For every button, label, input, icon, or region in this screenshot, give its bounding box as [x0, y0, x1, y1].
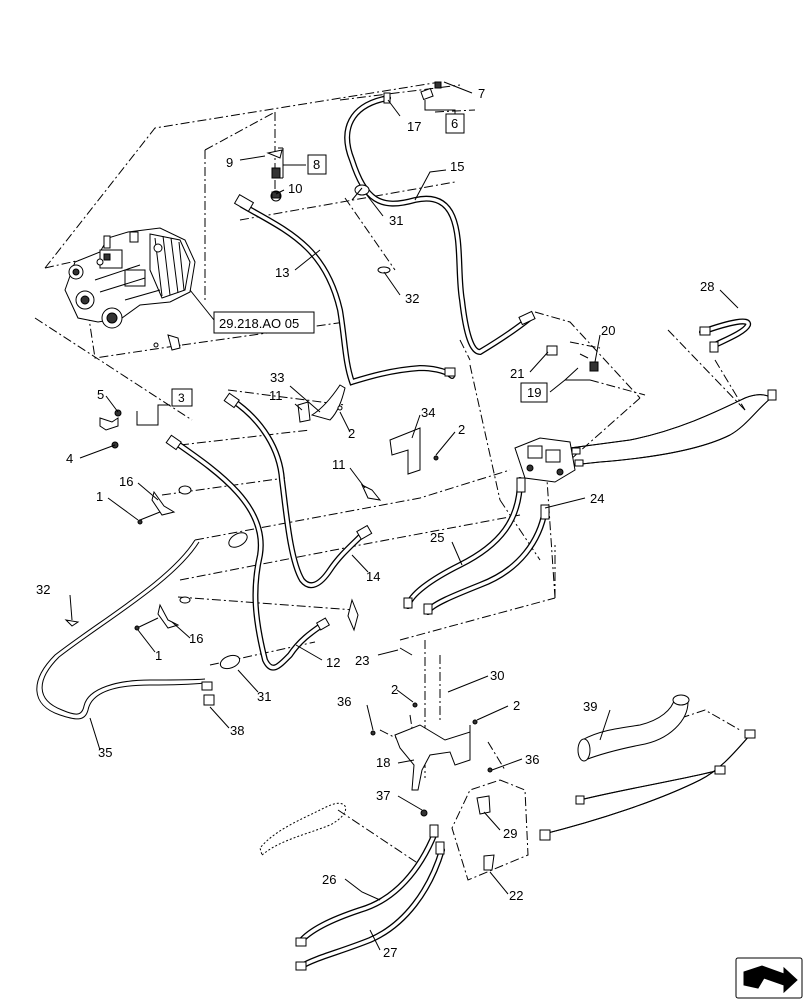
arrow-icon-shape — [743, 965, 798, 994]
callout-box-6 — [445, 113, 465, 134]
fittings — [64, 81, 777, 971]
callout-16-bottom: 16 — [189, 631, 203, 646]
callout-31-bottom: 31 — [257, 689, 271, 704]
callout-36-left: 36 — [337, 694, 351, 709]
callout-2-a: 2 — [348, 426, 355, 441]
callout-2-d: 2 — [513, 698, 520, 713]
callout-1-bottom: 1 — [155, 648, 162, 663]
callout-32-left: 32 — [36, 582, 50, 597]
next-page-arrow-icon[interactable] — [735, 957, 803, 999]
callout-labels: 7 17 6 15 9 8 10 31 13 32 28 20 21 19 5 … — [36, 86, 714, 960]
callout-24: 24 — [590, 491, 604, 506]
hoses — [36, 95, 776, 969]
callout-25: 25 — [430, 530, 444, 545]
callout-23: 23 — [355, 653, 369, 668]
callout-36-right: 36 — [525, 752, 539, 767]
callout-7: 7 — [478, 86, 485, 101]
callout-box-8 — [307, 154, 327, 175]
callout-2-b: 2 — [458, 422, 465, 437]
callout-13: 13 — [275, 265, 289, 280]
callout-14: 14 — [366, 569, 380, 584]
callout-27: 27 — [383, 945, 397, 960]
callout-1-top: 1 — [96, 489, 103, 504]
callout-26: 26 — [322, 872, 336, 887]
callout-38: 38 — [230, 723, 244, 738]
assembly-guide-lines — [34, 81, 746, 881]
callout-11-mid: 11 — [332, 457, 346, 472]
callout-29: 29 — [503, 826, 517, 841]
callout-39: 39 — [583, 699, 597, 714]
reference-label[interactable]: 29.218.AO 05 — [219, 316, 299, 331]
callout-35: 35 — [98, 745, 112, 760]
callout-34: 34 — [421, 405, 435, 420]
callout-17: 17 — [407, 119, 421, 134]
callout-16-top: 16 — [119, 474, 133, 489]
callout-22: 22 — [509, 888, 523, 903]
callout-20: 20 — [601, 323, 615, 338]
callout-11-top: 11 — [269, 388, 283, 403]
callout-32-top: 32 — [405, 291, 419, 306]
callout-9: 9 — [226, 155, 233, 170]
callout-12: 12 — [326, 655, 340, 670]
callout-30: 30 — [490, 668, 504, 683]
callout-28: 28 — [700, 279, 714, 294]
callout-5: 5 — [97, 387, 104, 402]
callout-4: 4 — [66, 451, 73, 466]
callout-10: 10 — [288, 181, 302, 196]
reference-box-frame[interactable] — [213, 311, 315, 334]
callout-8: 8 — [313, 157, 320, 172]
callout-21: 21 — [510, 366, 524, 381]
leader-lines — [69, 81, 739, 951]
callout-box-3 — [171, 388, 193, 407]
pump-assembly — [64, 227, 196, 329]
callout-2-c: 2 — [391, 682, 398, 697]
callout-15: 15 — [450, 159, 464, 174]
callout-6: 6 — [451, 116, 458, 131]
callout-31-top: 31 — [389, 213, 403, 228]
callout-box-19 — [520, 382, 548, 403]
callout-33: 33 — [270, 370, 284, 385]
callout-37: 37 — [376, 788, 390, 803]
reference-box[interactable]: 29.218.AO 05 — [213, 311, 315, 334]
callout-3: 3 — [178, 391, 185, 405]
callout-19: 19 — [527, 385, 541, 400]
callout-18: 18 — [376, 755, 390, 770]
